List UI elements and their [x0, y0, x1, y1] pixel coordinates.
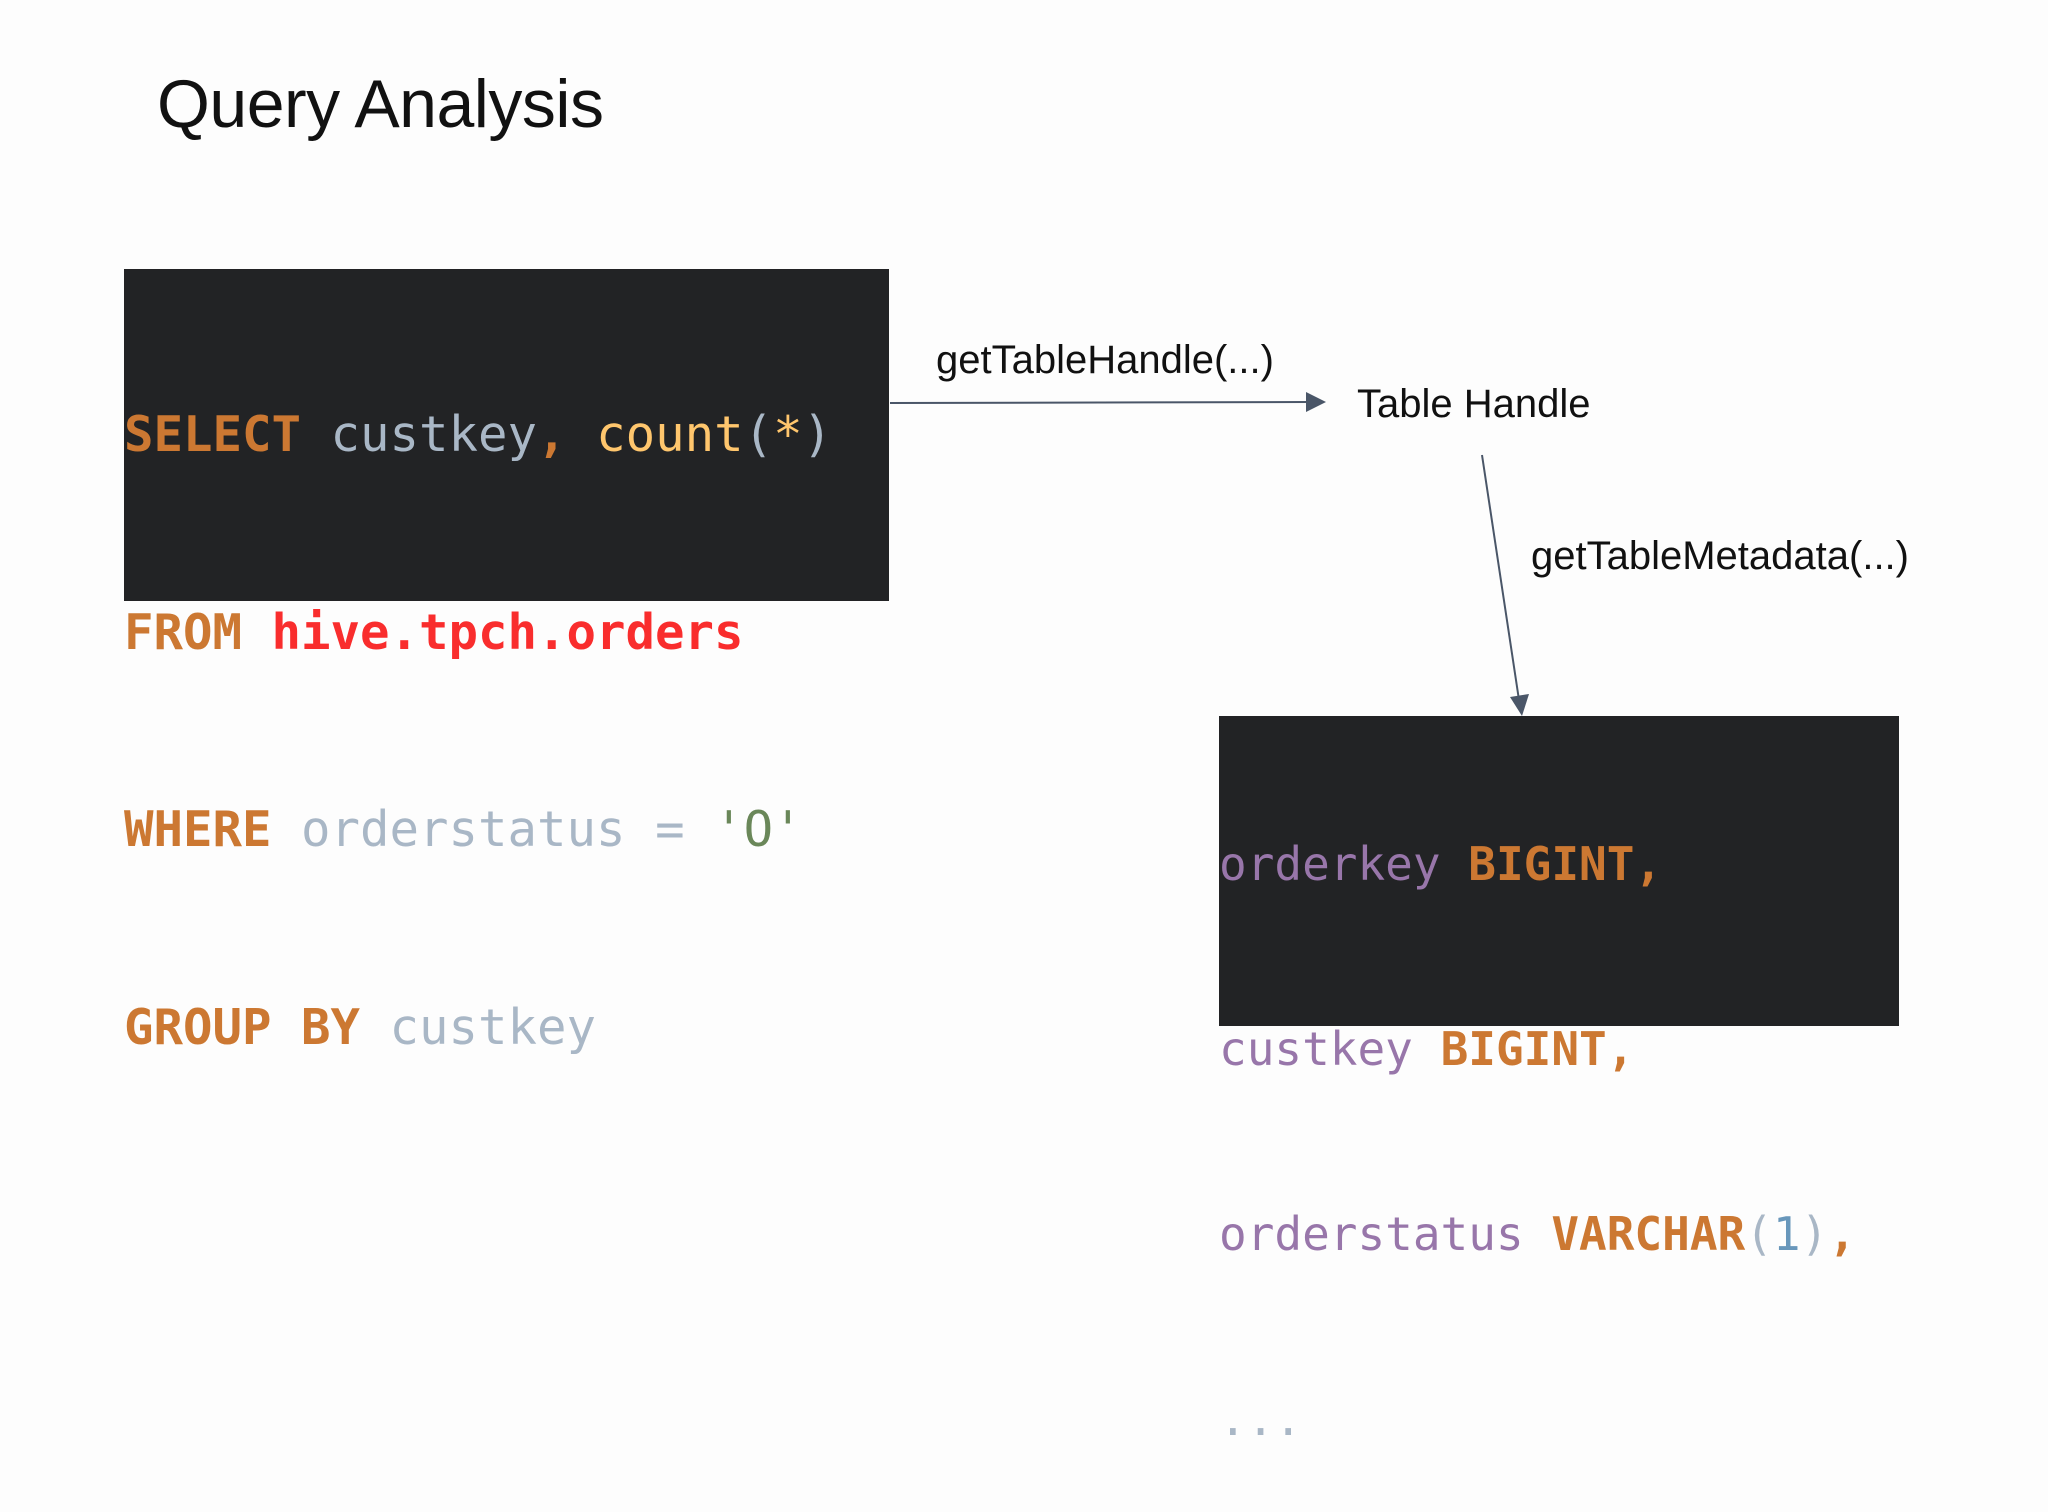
function-count: count [596, 406, 744, 463]
sql-query-code-block: SELECT custkey, count(*) FROM hive.tpch.… [124, 269, 889, 1056]
arrow-get-table-handle-head [1306, 392, 1326, 412]
operator-equals: = [655, 801, 685, 858]
schema-row-custkey: custkey BIGINT, [1219, 1011, 1899, 1088]
type-size: 1 [1772, 1207, 1801, 1261]
ellipsis: ... [1219, 1392, 1303, 1446]
sql-line-from: FROM hive.tpch.orders [124, 591, 889, 675]
sql-line-select: SELECT custkey, count(*) [124, 393, 889, 477]
comma: , [1606, 1022, 1635, 1076]
edge-label-get-table-metadata: getTableMetadata(...) [1531, 534, 1909, 578]
paren-close: ) [802, 406, 833, 463]
column-name: orderstatus [1219, 1207, 1524, 1261]
keyword-from: FROM [124, 603, 243, 661]
arrow-get-table-metadata-head [1510, 694, 1529, 716]
arrow-get-table-metadata [1481, 454, 1520, 701]
schema-row-orderstatus: orderstatus VARCHAR(1), [1219, 1196, 1899, 1273]
table-name: hive.tpch.orders [271, 603, 744, 661]
keyword-group-by: GROUP BY [124, 998, 361, 1056]
string-literal: 'O' [714, 801, 803, 858]
column-name: custkey [1219, 1022, 1413, 1076]
column-type: BIGINT [1468, 837, 1635, 891]
comma: , [1828, 1207, 1857, 1261]
paren-open: ( [743, 406, 774, 463]
column-custkey: custkey [330, 406, 538, 463]
schema-row-orderkey: orderkey BIGINT, [1219, 826, 1899, 903]
paren-close: ) [1800, 1207, 1829, 1261]
comma: , [537, 406, 567, 463]
slide-title: Query Analysis [157, 66, 604, 142]
sql-line-group-by: GROUP BY custkey [124, 986, 889, 1070]
column-name: orderkey [1219, 837, 1441, 891]
comma: , [1634, 837, 1663, 891]
table-schema-code-block: orderkey BIGINT, custkey BIGINT, orderst… [1219, 716, 1899, 1446]
column-orderstatus: orderstatus [301, 801, 626, 858]
column-custkey-group: custkey [389, 998, 597, 1056]
sql-line-where: WHERE orderstatus = 'O' [124, 788, 889, 872]
paren-open: ( [1745, 1207, 1773, 1261]
node-table-handle: Table Handle [1357, 382, 1591, 426]
arrow-get-table-handle [889, 401, 1311, 404]
keyword-select: SELECT [124, 406, 302, 463]
column-type: BIGINT [1440, 1022, 1607, 1076]
edge-label-get-table-handle: getTableHandle(...) [936, 338, 1274, 382]
schema-row-ellipsis: ... [1219, 1381, 1899, 1458]
star: * [773, 406, 803, 463]
diagram-arrows [889, 392, 1529, 716]
keyword-where: WHERE [124, 801, 272, 858]
column-type: VARCHAR [1551, 1207, 1746, 1261]
